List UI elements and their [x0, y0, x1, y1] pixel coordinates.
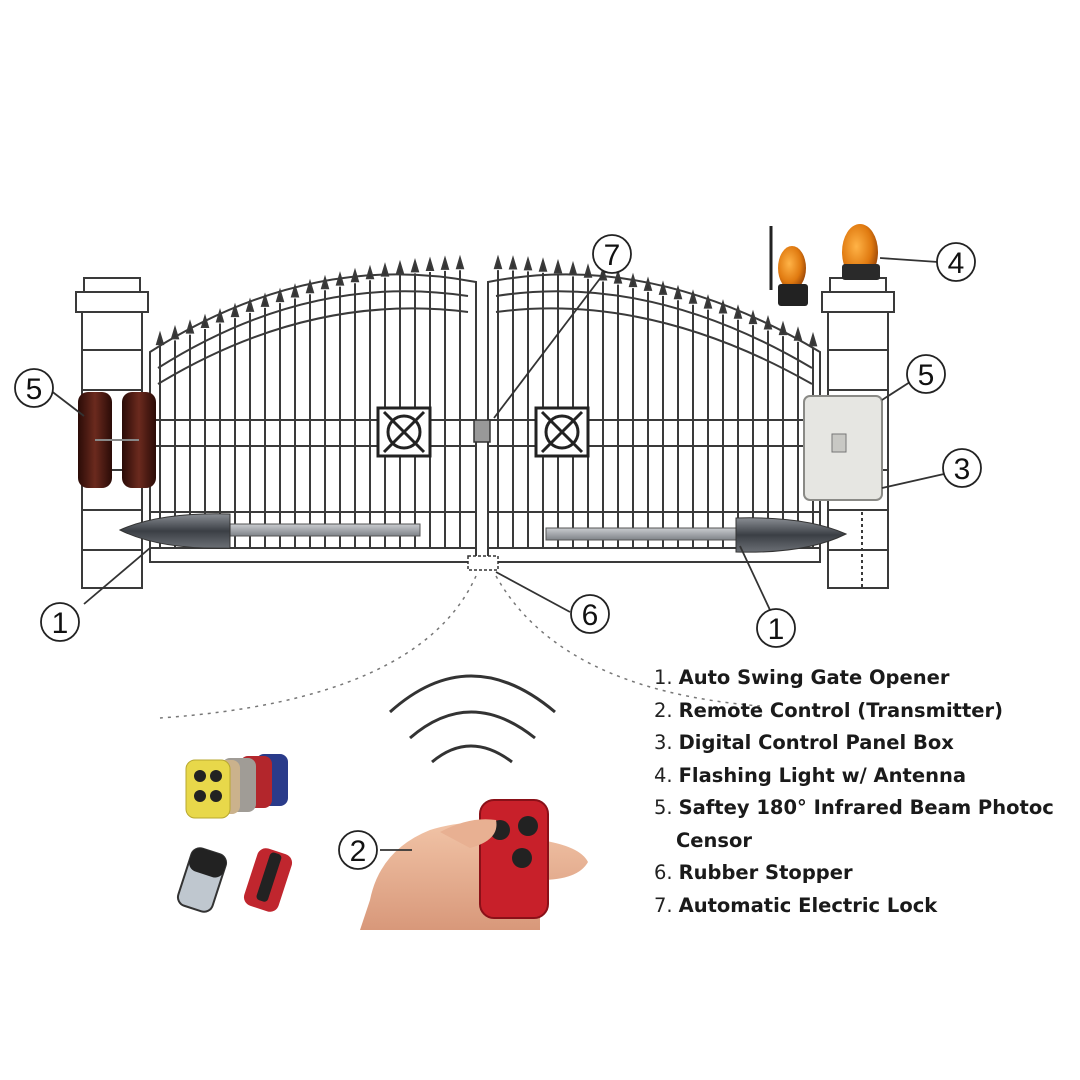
spear-tip: [523, 255, 533, 271]
callout-2: 2: [338, 830, 378, 870]
spear-tip: [703, 294, 713, 309]
legend-item-5-continuation: Censor: [676, 828, 753, 852]
spear-tip: [395, 259, 405, 275]
spear-tip: [763, 315, 773, 330]
callout-1-left: 1: [40, 602, 80, 642]
spear-tip: [185, 319, 195, 334]
right-gate-leaf: [487, 254, 821, 563]
spear-tip: [230, 302, 240, 318]
spear-tip: [455, 254, 465, 270]
spear-tip: [793, 326, 803, 341]
electric-lock: [473, 419, 491, 443]
legend-item-4: 4.Flashing Light w/ Antenna: [654, 763, 967, 787]
spear-tip: [733, 304, 743, 319]
gate-opener-right: [545, 517, 848, 553]
spear-tip: [215, 308, 225, 323]
spear-tip: [538, 257, 548, 272]
spear-tip: [658, 280, 668, 295]
rubber-stopper: [467, 555, 499, 571]
legend-item-1: 1.Auto Swing Gate Opener: [654, 666, 950, 689]
infrared-sensor-left: [78, 392, 156, 488]
legend-item-7: 7.Automatic Electric Lock: [654, 893, 938, 917]
spear-tip: [613, 269, 623, 284]
spear-tip: [508, 255, 518, 270]
spear-tip: [350, 267, 360, 283]
flashing-light-with-antenna: [769, 226, 808, 306]
spear-tip: [808, 331, 818, 347]
callout-5-right: 5: [906, 354, 946, 394]
legend-item-6: 6.Rubber Stopper: [654, 861, 853, 884]
spear-tip: [335, 271, 345, 286]
callout-3: 3: [942, 448, 982, 488]
spear-tip: [260, 292, 270, 307]
spear-tip: [275, 287, 285, 303]
callout-5-left: 5: [14, 368, 54, 408]
svg-text:5: 5: [26, 373, 43, 406]
spear-tip: [493, 254, 503, 270]
flashing-light: [842, 224, 880, 280]
svg-text:2: 2: [350, 835, 367, 868]
gate-opener-left: [118, 513, 421, 549]
callout-7: 7: [592, 234, 632, 274]
legend-item-2: 2.Remote Control (Transmitter): [654, 698, 1004, 722]
spear-tip: [245, 297, 255, 312]
spear-tip: [718, 299, 728, 314]
spear-tip: [688, 289, 698, 304]
right-gate-ornament: [534, 406, 590, 458]
svg-text:4: 4: [948, 247, 965, 280]
spear-tip: [568, 260, 578, 276]
svg-text:7: 7: [604, 239, 621, 272]
legend-item-3: 3.Digital Control Panel Box: [654, 731, 954, 754]
spear-tip: [673, 284, 683, 300]
spear-tip: [380, 262, 390, 277]
spear-tip: [320, 274, 330, 290]
remote-controls-group: [176, 754, 293, 913]
spear-tip: [553, 258, 563, 274]
spear-tip: [778, 320, 788, 336]
spear-tip: [290, 283, 300, 298]
spear-tip: [200, 313, 210, 329]
callout-4: 4: [936, 242, 976, 282]
parts-legend: 1.Auto Swing Gate Opener 2.Remote Contro…: [654, 662, 1080, 922]
spear-tip: [155, 330, 165, 346]
spear-tip: [583, 263, 593, 278]
control-panel-box: [803, 395, 883, 501]
signal-waves-icon: [388, 674, 556, 764]
svg-text:1: 1: [52, 607, 69, 640]
callout-1-right: 1: [756, 608, 796, 648]
spear-tip: [628, 272, 638, 288]
spear-tip: [425, 256, 435, 271]
spear-tip: [170, 324, 180, 340]
spear-tip: [643, 276, 653, 291]
svg-text:6: 6: [582, 599, 599, 632]
spear-tip: [365, 264, 375, 280]
hand-holding-remote: [360, 799, 588, 930]
callout-6: 6: [570, 594, 610, 634]
spear-tip: [748, 309, 758, 325]
spear-tip: [305, 278, 315, 294]
svg-text:1: 1: [768, 613, 785, 646]
spear-tip: [410, 257, 420, 273]
svg-text:5: 5: [918, 359, 935, 392]
svg-text:3: 3: [954, 453, 971, 486]
leader-lines: [49, 257, 945, 851]
left-gate-ornament: [376, 406, 432, 458]
spear-tip: [440, 255, 450, 270]
legend-item-5: 5.Saftey 180° Infrared Beam Photoc: [654, 796, 1054, 819]
swing-path-arcs: [159, 575, 761, 719]
